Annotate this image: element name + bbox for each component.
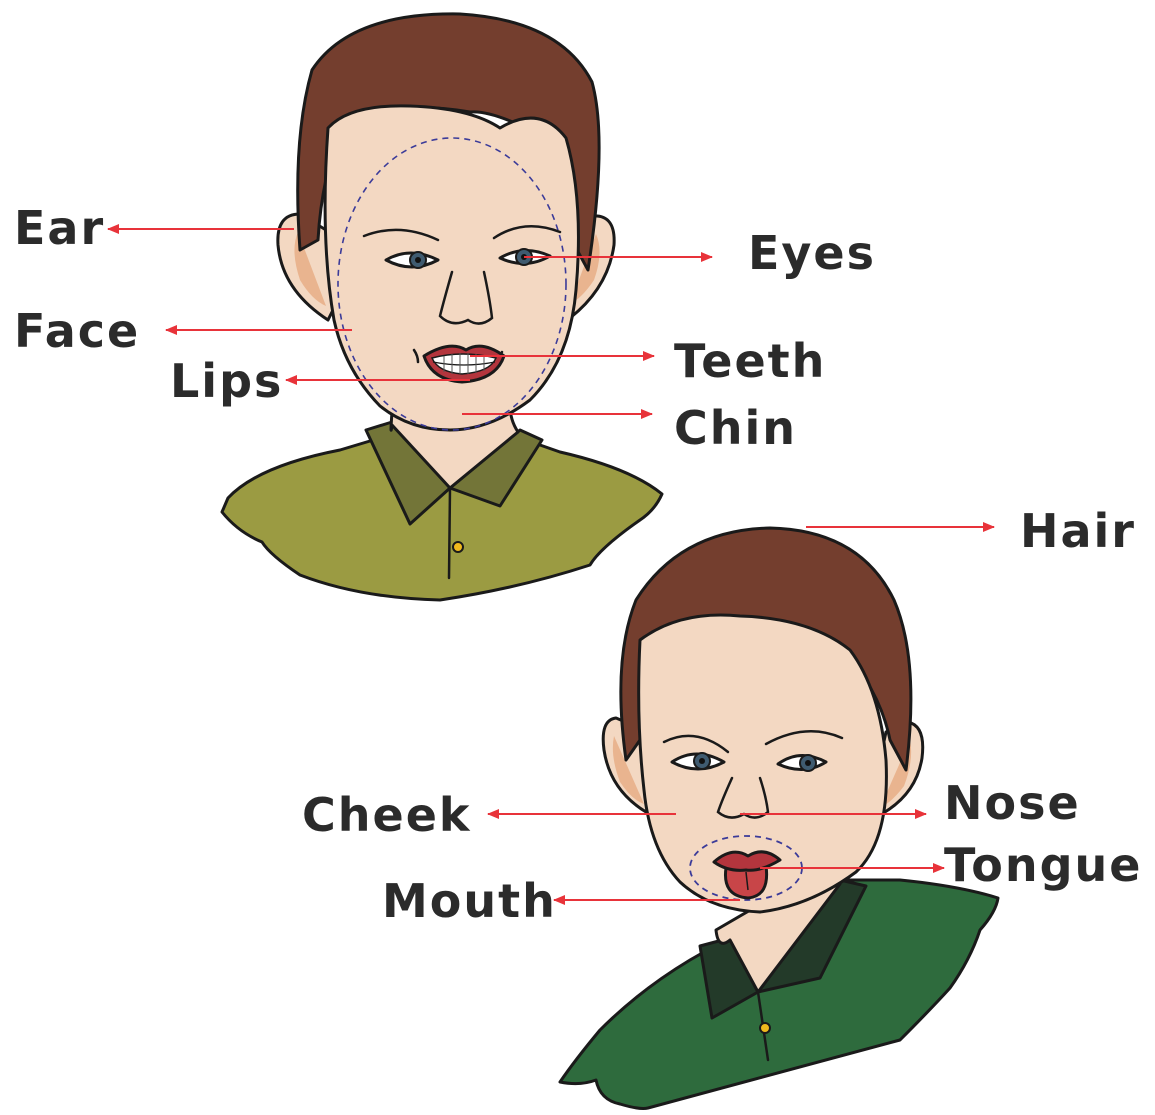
label-mouth: Mouth (382, 878, 557, 924)
label-cheek: Cheek (302, 792, 472, 838)
bottom-shirt-button (760, 1023, 770, 1033)
label-face: Face (14, 308, 140, 354)
label-teeth: Teeth (674, 338, 826, 384)
label-ear: Ear (14, 205, 105, 251)
label-lips: Lips (170, 358, 283, 404)
label-chin: Chin (674, 405, 797, 451)
label-hair: Hair (1020, 508, 1136, 554)
label-nose: Nose (944, 780, 1081, 826)
bottom-boy (560, 528, 998, 1109)
top-boy (222, 14, 662, 600)
label-eyes: Eyes (748, 230, 876, 276)
top-shirt-button (453, 542, 463, 552)
label-tongue: Tongue (944, 842, 1143, 888)
